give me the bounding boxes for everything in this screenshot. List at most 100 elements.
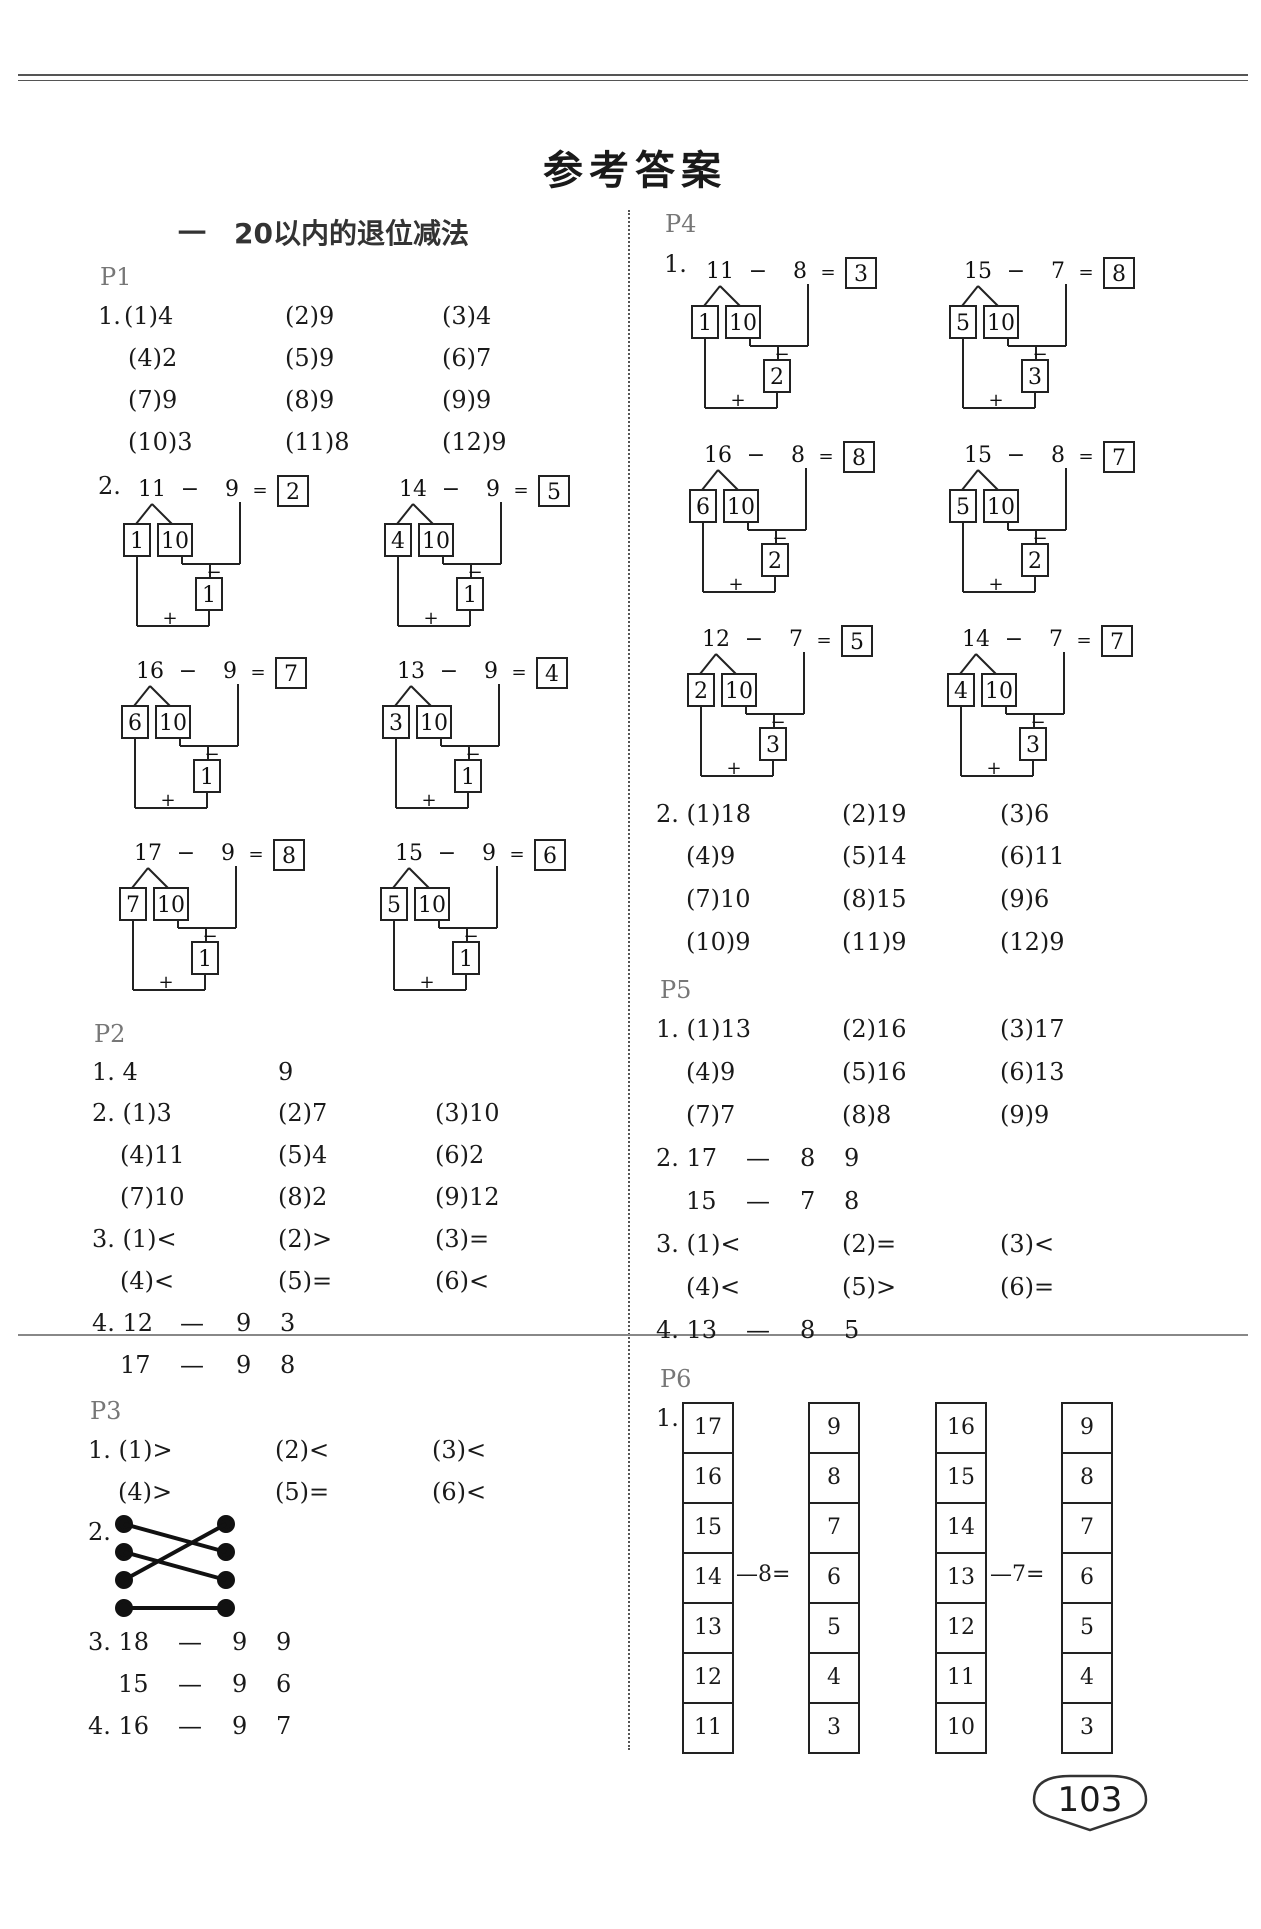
answer: (1)4 bbox=[124, 302, 174, 330]
ones-value: 7 bbox=[126, 893, 140, 918]
p3-matching-lines bbox=[115, 1515, 235, 1617]
answer: — bbox=[178, 1628, 202, 1656]
p2-q1: 1. 4 bbox=[92, 1058, 138, 1086]
heart-badge-icon bbox=[1032, 1774, 1148, 1832]
answer: (4)11 bbox=[120, 1141, 185, 1169]
p4-label: P4 bbox=[665, 210, 697, 238]
ladder-cell: 4 bbox=[810, 1654, 858, 1704]
minus-sign: − bbox=[770, 712, 785, 733]
p6-label: P6 bbox=[660, 1365, 692, 1393]
answer: (8)9 bbox=[285, 386, 335, 414]
answer: (4)9 bbox=[686, 1058, 736, 1086]
answer: 8 bbox=[800, 1316, 816, 1344]
answer: (10)3 bbox=[128, 428, 193, 456]
minus-sign: − bbox=[745, 627, 763, 652]
answer-value: 2 bbox=[286, 480, 300, 505]
answer: (9)12 bbox=[435, 1183, 500, 1211]
answer-value: 7 bbox=[1110, 630, 1124, 655]
minus-sign: − bbox=[206, 562, 221, 583]
ladder-cell: 15 bbox=[937, 1454, 985, 1504]
minus-sign: − bbox=[467, 562, 482, 583]
plus-sign: + bbox=[160, 790, 175, 811]
answer: (5)4 bbox=[278, 1141, 328, 1169]
answer: (5)14 bbox=[842, 842, 907, 870]
p1-label: P1 bbox=[100, 263, 132, 291]
answer: (2)9 bbox=[285, 302, 335, 330]
ten-box bbox=[725, 305, 761, 339]
equals-sign: = bbox=[252, 480, 267, 501]
answer: (4)< bbox=[120, 1267, 175, 1295]
minus-sign: − bbox=[204, 744, 219, 765]
ten-value: 10 bbox=[422, 529, 450, 554]
answer: (9)9 bbox=[442, 386, 492, 414]
answer: (9)9 bbox=[1000, 1101, 1050, 1129]
answer: (2)> bbox=[278, 1225, 333, 1253]
ladder-cell: 13 bbox=[684, 1604, 732, 1654]
ten-value: 10 bbox=[418, 893, 446, 918]
ladder-cell: 7 bbox=[1063, 1504, 1111, 1554]
ten-value: 10 bbox=[987, 495, 1015, 520]
page-number: 103 bbox=[1057, 1780, 1123, 1820]
minus-sign: − bbox=[1005, 627, 1023, 652]
answer: 3 bbox=[280, 1309, 296, 1337]
minus-sign: − bbox=[181, 477, 199, 502]
ladder-cell: 8 bbox=[1063, 1454, 1111, 1504]
p1-q1-number: 1. bbox=[98, 302, 121, 330]
ten-value: 10 bbox=[985, 679, 1013, 704]
answer: — bbox=[178, 1712, 202, 1740]
answer: 3. (1)< bbox=[656, 1230, 741, 1258]
plus-sign: + bbox=[162, 608, 177, 629]
subtrahend: 8 bbox=[793, 259, 807, 284]
plus-sign: + bbox=[421, 790, 436, 811]
subtrahend: 8 bbox=[791, 443, 805, 468]
ones-value: 4 bbox=[391, 529, 405, 554]
ones-value: 2 bbox=[694, 679, 708, 704]
ten-box bbox=[157, 523, 193, 557]
minus-sign: − bbox=[179, 659, 197, 684]
equals-sign: = bbox=[820, 262, 835, 283]
minus-sign: − bbox=[440, 659, 458, 684]
answer: (3)< bbox=[432, 1436, 487, 1464]
minus-sign: − bbox=[202, 926, 217, 947]
ladder-cell: 16 bbox=[937, 1404, 985, 1454]
answer: (6)< bbox=[432, 1478, 487, 1506]
answer: (5)> bbox=[842, 1273, 897, 1301]
p6-q1-number: 1. bbox=[656, 1404, 679, 1432]
minuend: 12 bbox=[702, 627, 730, 652]
ladder-cell: 4 bbox=[1063, 1654, 1111, 1704]
minuend: 13 bbox=[397, 659, 425, 684]
answer-value: 8 bbox=[852, 446, 866, 471]
answer: — bbox=[746, 1187, 770, 1215]
answer-box bbox=[841, 625, 873, 657]
answer: 4. 12 bbox=[92, 1309, 154, 1337]
ten-value: 10 bbox=[420, 711, 448, 736]
ladder-cell: 10 bbox=[947, 1715, 975, 1740]
answer-box bbox=[538, 475, 570, 507]
answer: (3)< bbox=[1000, 1230, 1055, 1258]
ten-box bbox=[418, 523, 454, 557]
ladder-cell: 16 bbox=[684, 1454, 732, 1504]
ladder-cell: 9 bbox=[1063, 1404, 1111, 1454]
ten-value: 10 bbox=[157, 893, 185, 918]
ladder-cell: 12 bbox=[937, 1604, 985, 1654]
answer: 8 bbox=[280, 1351, 296, 1379]
subtrahend: 9 bbox=[484, 659, 498, 684]
answer: 3. 18 bbox=[88, 1628, 150, 1656]
answer: 8 bbox=[800, 1144, 816, 1172]
difference-value: 2 bbox=[768, 549, 782, 574]
ten-value: 10 bbox=[159, 711, 187, 736]
minus-sign: − bbox=[442, 477, 460, 502]
answer-box bbox=[534, 839, 566, 871]
subtrahend: 9 bbox=[225, 477, 239, 502]
minuend: 11 bbox=[706, 259, 734, 284]
answer-value: 3 bbox=[854, 262, 868, 287]
ladder-operator: —7= bbox=[990, 1562, 1045, 1587]
subtrahend: 7 bbox=[1051, 259, 1065, 284]
plus-sign: + bbox=[730, 390, 745, 411]
subtrahend: 9 bbox=[486, 477, 500, 502]
answer: (3)4 bbox=[442, 302, 492, 330]
answer: 9 bbox=[844, 1144, 860, 1172]
